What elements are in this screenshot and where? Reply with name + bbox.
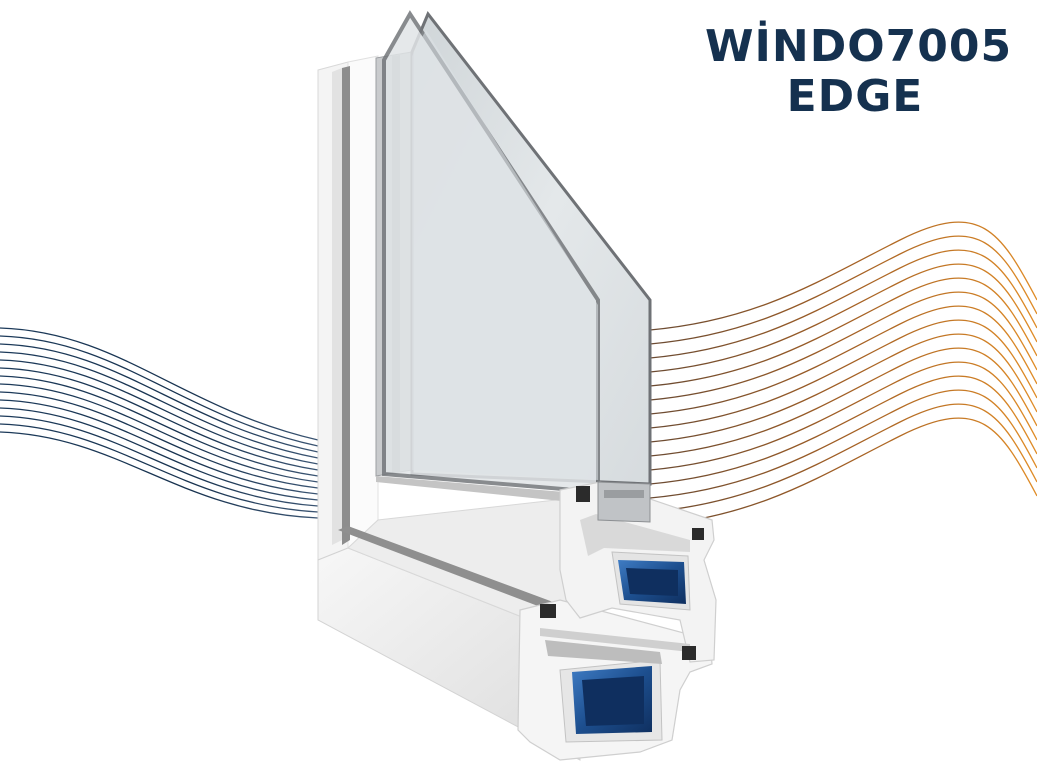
gasket — [576, 486, 590, 502]
cold-wave-line — [0, 335, 319, 447]
double-glazing — [382, 10, 652, 495]
warm-wave-line — [649, 375, 1037, 485]
warm-wave-line — [649, 305, 1037, 415]
frame-left-post — [317, 55, 379, 561]
warm-wave-line — [649, 235, 1037, 345]
cold-wave-line — [0, 359, 319, 465]
warm-wave-line — [649, 319, 1037, 429]
brand-title-line1: WİNDO7005 — [705, 21, 1013, 72]
cold-wave-line — [0, 327, 319, 441]
cold-wave-line — [0, 415, 319, 507]
cold-air-waves — [0, 327, 319, 519]
profile-cross-section — [517, 481, 717, 761]
cold-wave-line — [0, 383, 319, 483]
cold-wave-line — [0, 391, 319, 489]
cold-wave-line — [0, 351, 319, 459]
warm-wave-line — [649, 263, 1037, 373]
warm-wave-line — [649, 277, 1037, 387]
cold-wave-line — [0, 343, 319, 453]
warm-wave-line — [649, 291, 1037, 401]
cold-wave-line — [0, 375, 319, 477]
cold-wave-line — [0, 431, 319, 519]
warm-wave-line — [649, 249, 1037, 359]
warm-wave-line — [649, 221, 1037, 331]
warm-wave-line — [649, 347, 1037, 457]
cold-wave-line — [0, 407, 319, 501]
cold-wave-line — [0, 367, 319, 471]
warm-wave-line — [649, 333, 1037, 443]
gasket — [540, 604, 556, 618]
warm-wave-line — [649, 417, 1037, 527]
warm-wave-line — [649, 389, 1037, 499]
brand-title: WİNDO7005 EDGE — [705, 21, 1013, 122]
warm-wave-line — [649, 403, 1037, 513]
warm-wave-line — [649, 361, 1037, 471]
glass-spacer — [597, 481, 651, 523]
profile-bottom-rail — [317, 476, 601, 761]
gasket — [692, 528, 704, 540]
cold-wave-line — [0, 423, 319, 513]
gasket — [682, 646, 696, 660]
cold-wave-line — [0, 399, 319, 495]
warm-air-waves — [649, 221, 1037, 527]
brand-title-line2: EDGE — [786, 71, 924, 122]
